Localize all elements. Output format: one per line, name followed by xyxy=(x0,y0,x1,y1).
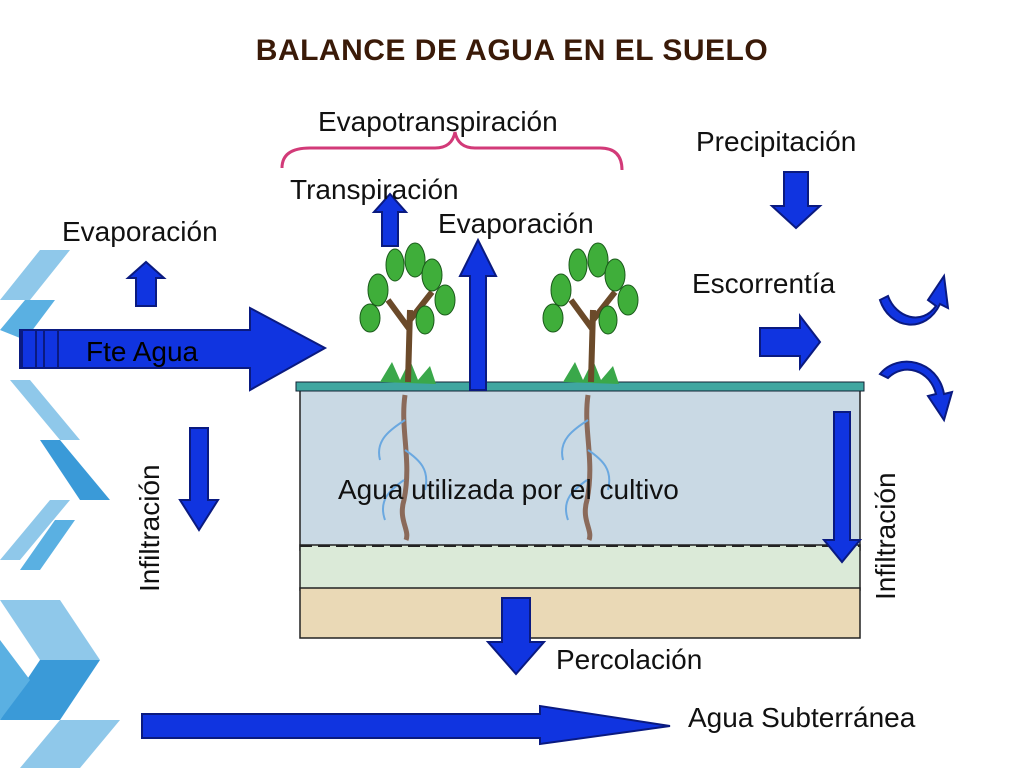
transpiration-label: Transpiración xyxy=(290,174,459,205)
infiltration-left-label: Infiltración xyxy=(134,464,165,592)
evaporation-center-label: Evaporación xyxy=(438,208,594,239)
runoff-arrow xyxy=(759,313,822,371)
evaporation-left-arrow xyxy=(125,260,167,307)
evapotranspiration-brace xyxy=(280,131,624,171)
percolation-arrow xyxy=(485,597,547,676)
crop-plant-left xyxy=(359,242,456,541)
groundwater-label: Agua Subterránea xyxy=(688,702,916,733)
precipitation-label: Precipitación xyxy=(696,126,857,157)
soil-profile xyxy=(295,381,865,639)
water-source-stripes xyxy=(21,329,59,369)
crop-water-label: Agua utilizada por el cultivo xyxy=(338,474,679,505)
groundwater-arrow xyxy=(141,704,671,746)
percolation-label: Percolación xyxy=(556,644,703,675)
water-source-label: Fte Agua xyxy=(86,336,199,367)
evapotranspiration-label: Evapotranspiración xyxy=(318,106,558,137)
precipitation-arrow xyxy=(769,171,823,230)
evaporation-left-label: Evaporación xyxy=(62,216,218,247)
crop-plant-right xyxy=(542,242,639,541)
infiltration-left-arrow xyxy=(178,427,220,532)
decorative-chevrons xyxy=(0,250,120,768)
infiltration-right-arrow xyxy=(821,411,863,564)
infiltration-right-label: Infiltración xyxy=(870,472,901,600)
runoff-label: Escorrentía xyxy=(692,268,836,299)
transpiration-arrow xyxy=(371,192,409,247)
curved-arrows xyxy=(878,273,954,423)
page-title: BALANCE DE AGUA EN EL SUELO xyxy=(255,34,769,67)
evaporation-center-arrow xyxy=(458,237,498,391)
